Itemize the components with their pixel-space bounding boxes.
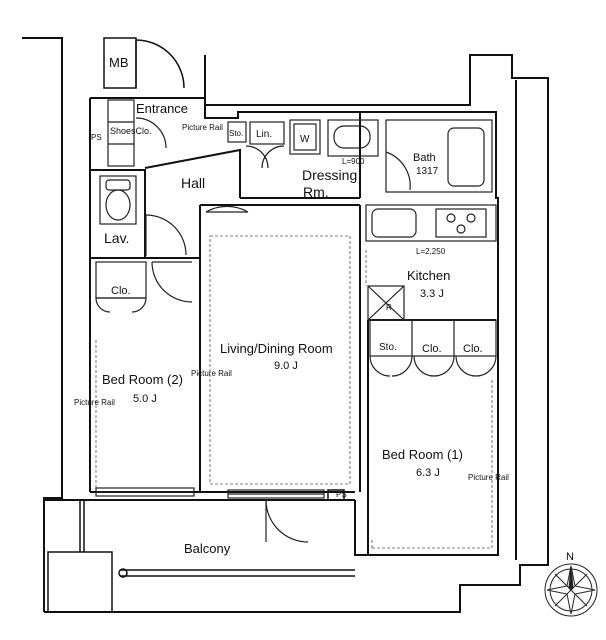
mb-label: MB [109, 55, 129, 70]
bath [385, 119, 493, 193]
clo-right2-label: Clo. [463, 343, 483, 355]
l900-label: L=900 [342, 157, 365, 166]
hall-label: Hall [181, 175, 205, 191]
lin-label: Lin. [256, 129, 272, 140]
bed1-size-label: 6.3 J [416, 467, 440, 479]
clo-right1-label: Clo. [422, 343, 442, 355]
compass-icon [544, 563, 598, 617]
dressing-fixtures [227, 119, 379, 169]
picture-rail-left-label: Picture Rail [74, 398, 115, 407]
living-label: Living/Dining Room [220, 341, 333, 356]
mb-closet [103, 37, 185, 89]
sto-right-label: Sto. [379, 342, 397, 353]
balcony-label: Balcony [184, 541, 231, 556]
l2250-label: L=2,250 [416, 247, 446, 256]
sto-top-label: Sto. [229, 129, 243, 138]
bed2-label: Bed Room (2) [102, 372, 183, 387]
picture-rail-right-label: Picture Rail [468, 473, 509, 482]
bed2-size-label: 5.0 J [133, 393, 157, 405]
lav-fixtures [99, 175, 187, 256]
w-label: W [300, 134, 310, 145]
kitchen-counter [365, 204, 497, 321]
ps-bottom-label: PS [336, 490, 347, 499]
shoes-clo-label: ShoesClo. [110, 126, 152, 136]
picture-rail-top-label: Picture Rail [182, 123, 223, 132]
outer-walls [22, 37, 549, 613]
bed1-storage [369, 319, 497, 377]
lav-label: Lav. [104, 230, 129, 246]
dressing-label: Dressing [302, 167, 357, 183]
picture-rail-mid-label: Picture Rail [191, 369, 232, 378]
living-size-label: 9.0 J [274, 360, 298, 372]
hall-door [205, 205, 249, 213]
windows [95, 487, 325, 543]
dressing-rm-label: Rm. [303, 184, 329, 200]
kitchen-size-label: 3.3 J [420, 288, 444, 300]
bed1-label: Bed Room (1) [382, 447, 463, 462]
north-label: N [566, 551, 574, 563]
r-label: R [386, 303, 392, 312]
bed2-closet [95, 261, 193, 313]
shoes-closet [107, 99, 167, 167]
bath-label: Bath [413, 152, 436, 164]
kitchen-label: Kitchen [407, 268, 450, 283]
bath-size-label: 1317 [416, 166, 439, 177]
ps-left-label: PS [91, 133, 102, 142]
entrance-label: Entrance [136, 101, 188, 116]
clo-left-label: Clo. [111, 285, 131, 297]
balcony-structure [47, 489, 355, 613]
